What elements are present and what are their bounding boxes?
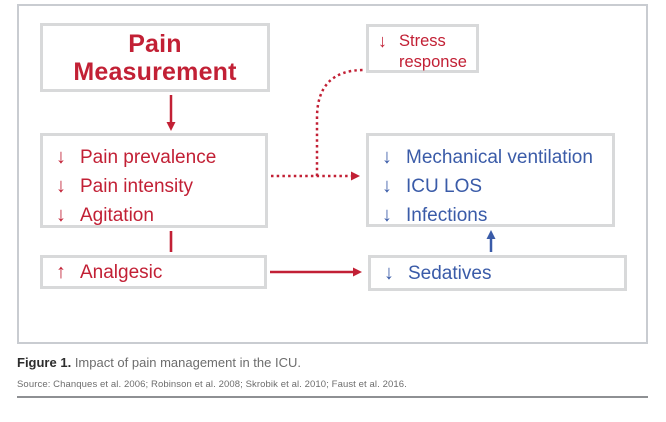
list-item: ↓ ICU LOS	[382, 172, 612, 201]
list-item: ↓ Pain prevalence	[56, 143, 265, 172]
analgesic-box: ↑ Analgesic	[40, 255, 267, 289]
sedatives-box: ↓ Sedatives	[368, 255, 627, 291]
pain-outcomes-box: ↓ Pain prevalence ↓ Pain intensity ↓ Agi…	[40, 133, 268, 228]
item-label: Mechanical ventilation	[406, 147, 593, 168]
sedatives-label: Sedatives	[408, 262, 492, 284]
down-arrow-icon: ↓	[56, 146, 66, 168]
analgesic-label: Analgesic	[80, 261, 163, 283]
list-item: ↓ Infections	[382, 201, 612, 230]
list-item: ↓ Pain intensity	[56, 172, 265, 201]
figure-caption: Figure 1. Impact of pain management in t…	[17, 355, 301, 370]
list-item: ↓ Mechanical ventilation	[382, 143, 612, 172]
item-label: Agitation	[80, 205, 154, 226]
item-label: ICU LOS	[406, 176, 483, 197]
figure-number: Figure 1.	[17, 355, 72, 370]
up-arrow-icon: ↑	[56, 260, 66, 283]
down-arrow-icon: ↓	[382, 204, 392, 226]
icu-outcomes-box: ↓ Mechanical ventilation ↓ ICU LOS ↓ Inf…	[366, 133, 615, 227]
down-arrow-icon: ↓	[378, 31, 387, 51]
list-item: ↓ Agitation	[56, 201, 265, 230]
down-arrow-icon: ↓	[382, 175, 392, 197]
down-arrow-icon: ↓	[382, 146, 392, 168]
pain-measurement-box: Pain Measurement	[40, 23, 270, 92]
figure-caption-text: Impact of pain management in the ICU.	[74, 355, 301, 370]
source-line: Source: Chanques et al. 2006; Robinson e…	[17, 379, 407, 390]
item-label: Infections	[406, 205, 488, 226]
pain-measurement-title: Pain Measurement	[73, 29, 237, 86]
stress-response-box: ↓ Stress response	[366, 24, 479, 73]
bottom-divider	[17, 396, 648, 398]
down-arrow-icon: ↓	[384, 261, 394, 284]
stress-response-label: Stress response	[399, 32, 467, 71]
down-arrow-icon: ↓	[56, 175, 66, 197]
item-label: Pain prevalence	[80, 147, 217, 168]
down-arrow-icon: ↓	[56, 204, 66, 226]
item-label: Pain intensity	[80, 176, 194, 197]
